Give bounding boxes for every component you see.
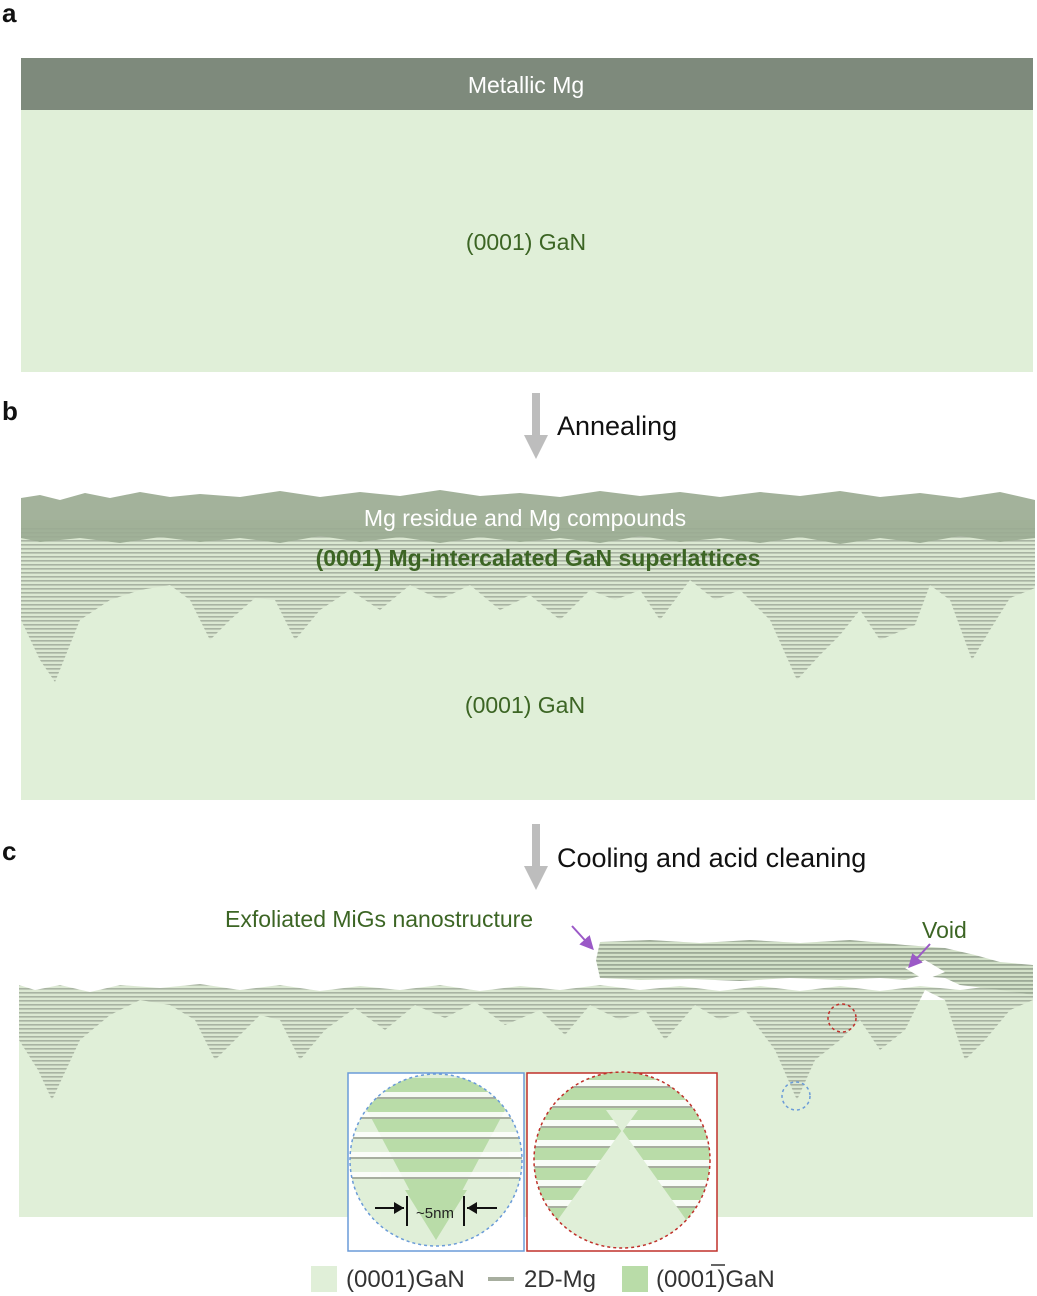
inset-red — [526, 1071, 718, 1252]
void-callout-arrow — [908, 943, 931, 969]
red-marker-circle — [827, 1003, 857, 1033]
annealing-label: Annealing — [557, 411, 677, 441]
panel-b-letter: b — [2, 396, 18, 426]
legend-swatch-gan — [311, 1266, 337, 1292]
legend-swatch-n-polar — [622, 1266, 648, 1292]
superlattice-remnant-c — [19, 984, 1033, 1100]
legend-label-n-polar: (0001)GaN — [656, 1266, 775, 1293]
mg-residue-label: Mg residue and Mg compounds — [364, 505, 686, 531]
exfoliated-flake — [596, 940, 1033, 995]
gan-label-a: (0001) GaN — [466, 229, 586, 255]
void-callout-label: Void — [922, 917, 967, 943]
mg-residue-layer — [21, 490, 1035, 544]
metallic-mg-label: Metallic Mg — [468, 72, 584, 98]
cooling-arrow — [524, 824, 548, 890]
cooling-label: Cooling and acid cleaning — [557, 843, 866, 873]
exfoliated-callout-arrow — [571, 925, 594, 951]
inset-blue — [347, 1072, 525, 1252]
annealing-arrow — [524, 393, 548, 459]
legend-label-2d-mg: 2D-Mg — [524, 1266, 596, 1293]
superlattice-zone-b — [21, 528, 1035, 682]
gan-substrate-a — [21, 110, 1033, 372]
panel-a-letter: a — [2, 0, 17, 28]
legend-swatch-2d-mg — [488, 1277, 514, 1281]
dimension-label: ~5nm — [416, 1205, 454, 1222]
superlattice-label: (0001) Mg-intercalated GaN superlattices — [316, 545, 761, 571]
panel-c-letter: c — [2, 836, 16, 866]
gan-substrate-c — [19, 1000, 1033, 1217]
legend: (0001)GaN 2D-Mg (0001)GaN — [311, 1264, 775, 1293]
blue-marker-circle — [781, 1081, 811, 1111]
exfoliated-callout-label: Exfoliated MiGs nanostructure — [225, 906, 533, 932]
metallic-mg-layer — [21, 58, 1033, 110]
legend-label-gan: (0001)GaN — [346, 1266, 465, 1293]
gan-label-b: (0001) GaN — [465, 692, 585, 718]
